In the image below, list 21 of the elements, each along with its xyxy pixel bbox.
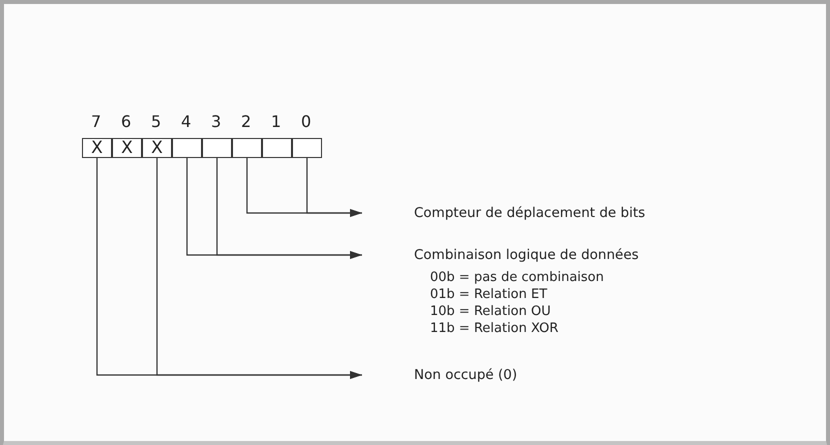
bit-number: 2 <box>241 112 252 131</box>
bit-number: 1 <box>271 112 282 131</box>
field-description: Compteur de déplacement de bits <box>362 205 646 221</box>
arrow <box>216 158 362 259</box>
bit-number: 3 <box>211 112 222 131</box>
value-description: 10b = Relation OU <box>430 304 551 319</box>
register-bit-cell: X <box>142 138 172 158</box>
bit-number: 4 <box>181 112 192 131</box>
register-bit-cell: X <box>112 138 142 158</box>
value-description: 11b = Relation XOR <box>430 321 558 336</box>
bit-number: 5 <box>151 112 162 131</box>
bit-number: 7 <box>91 112 102 131</box>
value-description: 00b = pas de combinaison <box>430 270 604 285</box>
bit-number: 6 <box>121 112 132 131</box>
bit-number: 0 <box>301 112 312 131</box>
arrow <box>156 158 362 379</box>
field-description: Non occupé (0) <box>362 367 518 383</box>
value-description: 01b = Relation ET <box>430 287 548 302</box>
register-bit-cell: X <box>82 138 112 158</box>
arrow <box>306 158 362 217</box>
field-description: Combinaison logique de données <box>362 247 639 263</box>
